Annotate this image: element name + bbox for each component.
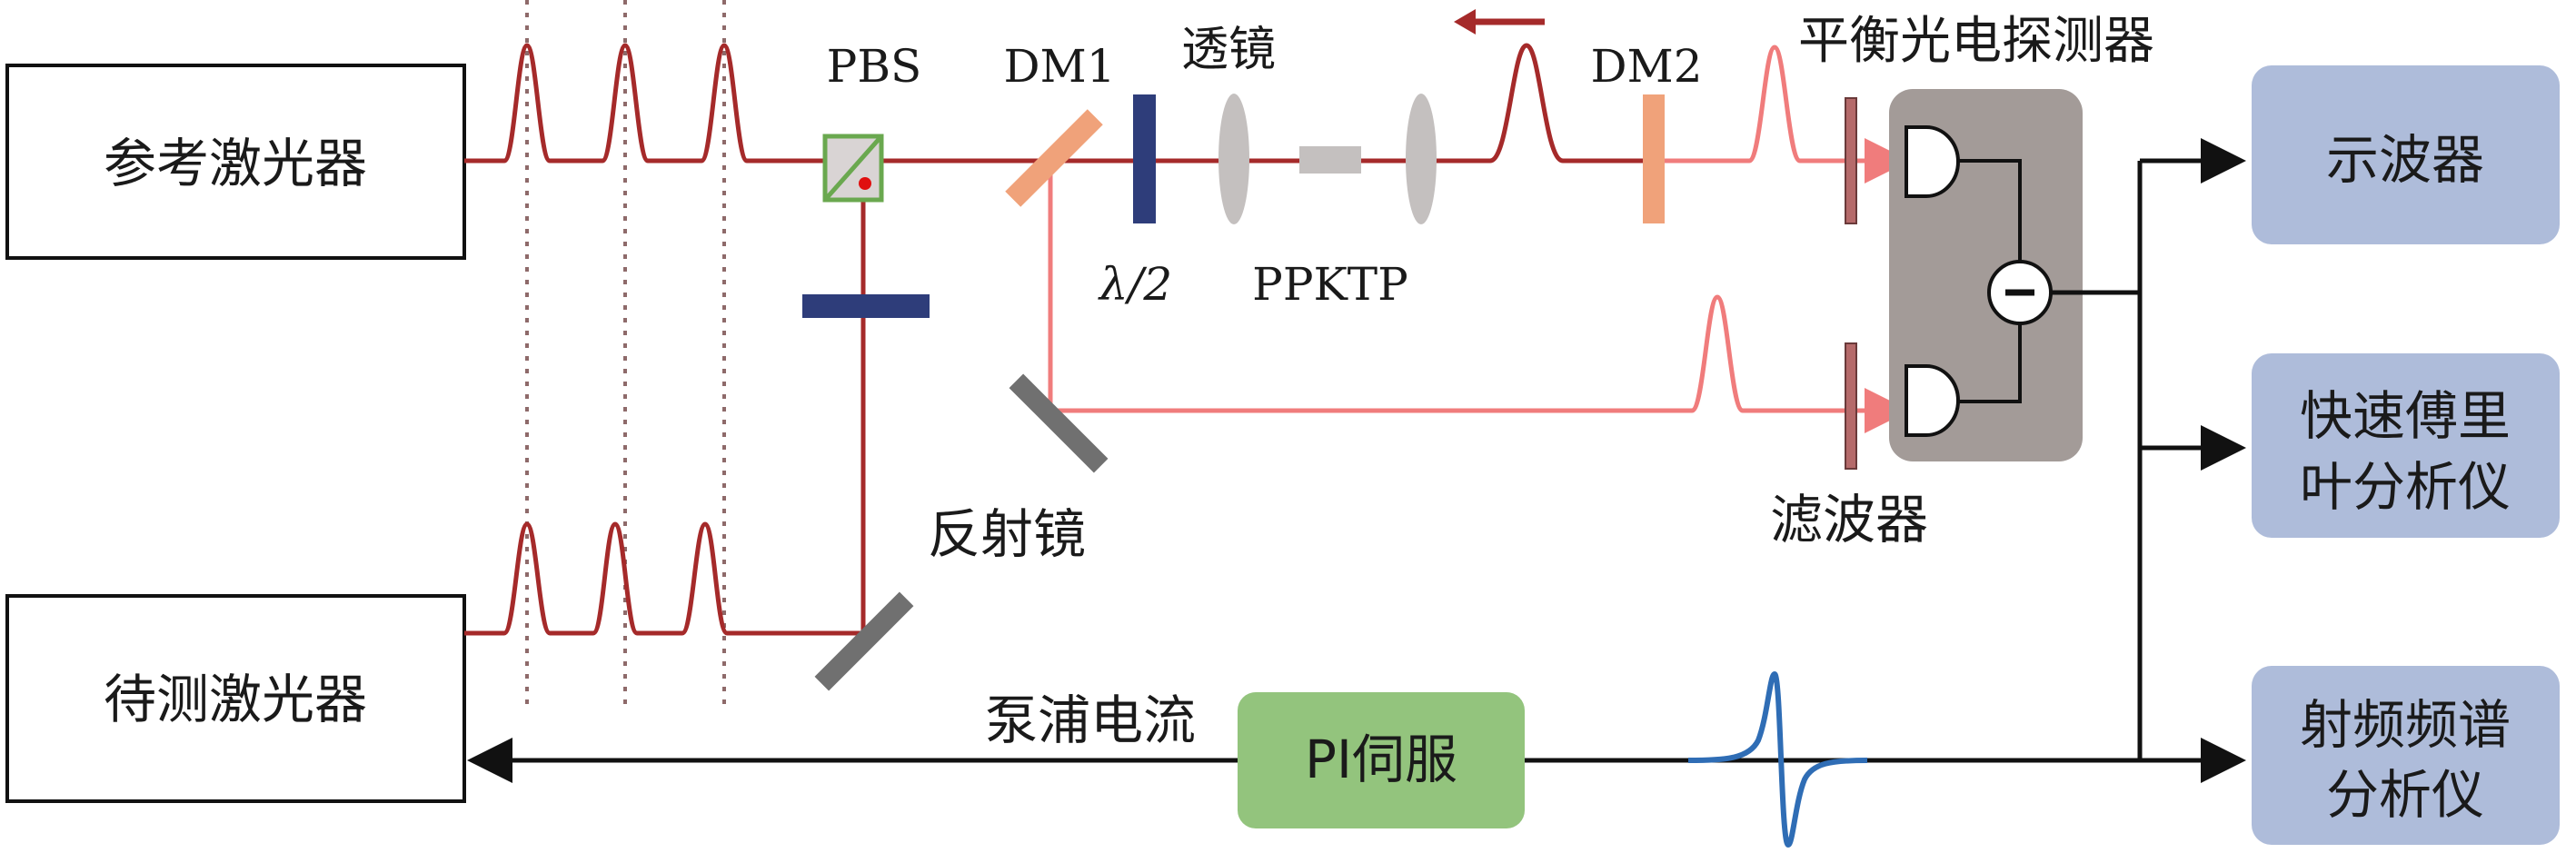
- ppktp-label: PPKTP: [1252, 258, 1408, 311]
- balanced-photodetector: [1889, 89, 2083, 461]
- sh-beam-upper: [1645, 45, 1910, 183]
- lens-2: [1406, 94, 1437, 224]
- filter-label: 滤波器: [1770, 489, 1928, 550]
- lens-label: 透镜: [1181, 23, 1276, 77]
- lens-1: [1218, 94, 1249, 224]
- fft-analyzer-label-line2: 叶分析仪: [2300, 456, 2511, 518]
- photodiode-lower: [1905, 364, 1960, 437]
- half-wave-plate: [1133, 94, 1156, 223]
- combined-beam: [822, 43, 1645, 164]
- photodiode-upper: [1905, 125, 1960, 198]
- pbs-cube: [822, 134, 884, 203]
- test-laser-label: 待测激光器: [104, 669, 367, 730]
- test-laser-box: [5, 594, 466, 803]
- dm1-label: DM1: [1003, 40, 1115, 93]
- half-wave-label: λ/2: [1098, 258, 1172, 311]
- ppktp-crystal: [1299, 146, 1361, 174]
- dm2-label: DM2: [1590, 40, 1702, 93]
- rf-analyzer-label-line1: 射频频谱: [2300, 694, 2511, 756]
- dm2-mirror: [1643, 94, 1665, 223]
- reflector-mirror-lower: [814, 591, 914, 691]
- pbs-label: PBS: [827, 40, 922, 93]
- pump-current-label: 泵浦电流: [985, 689, 1196, 751]
- reference-pulse-train: [464, 43, 822, 164]
- reflector-mirror-upper: [1009, 373, 1109, 473]
- pulse-alignment-guides: [525, 0, 726, 709]
- oscilloscope-box: [2252, 65, 2560, 244]
- pi-servo-box: [1238, 692, 1525, 828]
- test-pulse-train: [464, 521, 866, 636]
- beam-direction-arrow: [1454, 9, 1545, 35]
- rf-analyzer-box: [2252, 666, 2560, 845]
- oscilloscope-label: 示波器: [2326, 129, 2484, 191]
- half-wave-plate-vertical-beam: [802, 294, 930, 318]
- pi-servo-label: PI伺服: [1305, 729, 1457, 790]
- fft-analyzer-box: [2252, 353, 2560, 538]
- filter-upper: [1845, 97, 1857, 224]
- dm1-mirror: [1005, 109, 1103, 207]
- reference-laser-label: 参考激光器: [104, 133, 367, 194]
- fft-analyzer-label-line1: 快速傅里: [2300, 385, 2511, 447]
- error-signal-icon: [1687, 670, 1868, 848]
- mirror-label: 反射镜: [928, 503, 1086, 565]
- sh-beam-lower: [1050, 294, 1910, 433]
- filter-lower: [1845, 342, 1857, 470]
- bpd-label: 平衡光电探测器: [1798, 12, 2154, 71]
- rf-analyzer-label-line2: 分析仪: [2326, 764, 2484, 826]
